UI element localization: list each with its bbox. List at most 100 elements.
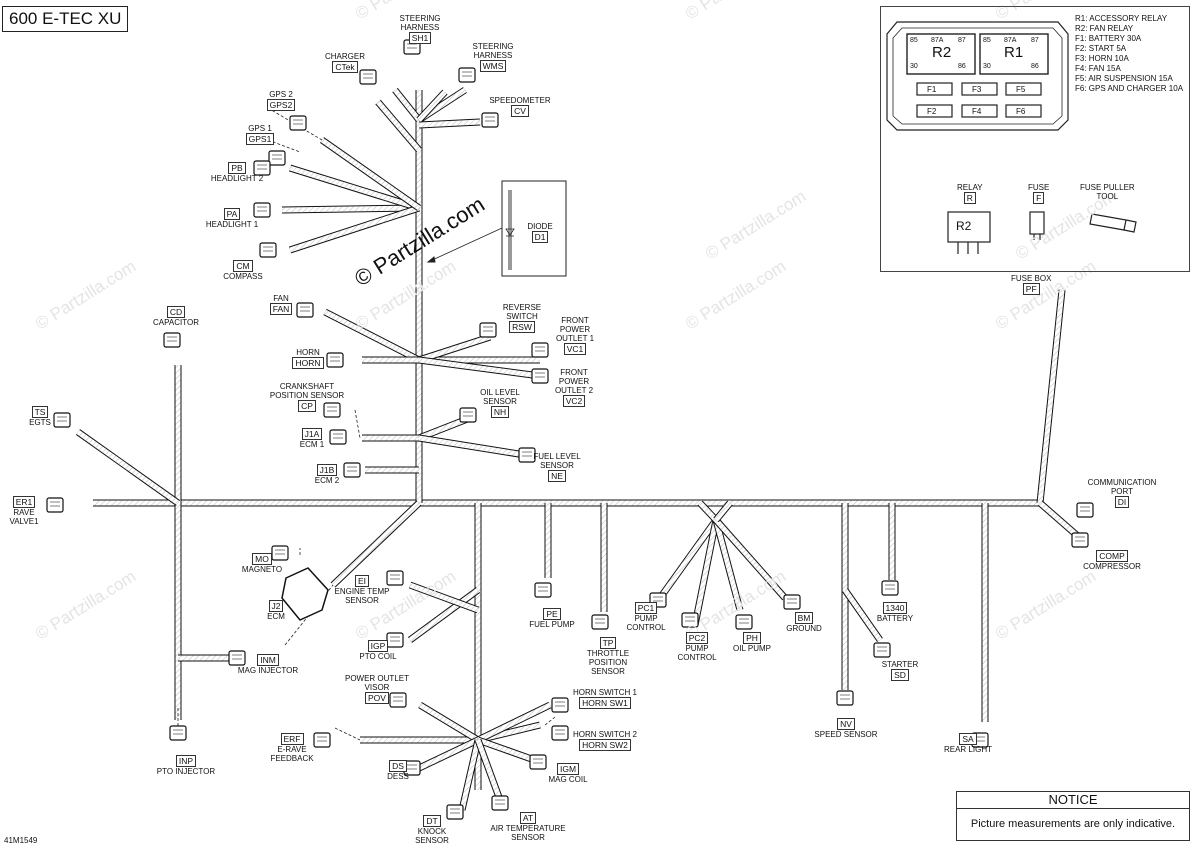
connector-detail [450, 808, 460, 814]
component-name: OIL LEVEL SENSOR [480, 388, 520, 406]
connector-bat-icon [881, 580, 899, 596]
connector-detail [57, 416, 67, 422]
connector-detail [653, 596, 663, 602]
component-name: OIL PUMP [733, 644, 771, 653]
fuse-f5-label: F5 [1016, 85, 1026, 94]
component-name: GPS 1 [248, 124, 272, 133]
fuse-box-code: PF [1022, 283, 1040, 295]
connector-detail [522, 451, 532, 457]
component-code: SH1 [408, 32, 432, 44]
fuse-f6-label: F6 [1016, 107, 1026, 116]
component-name: FUEL PUMP [529, 620, 575, 629]
component-name: CAPACITOR [153, 318, 199, 327]
component-code: SA [959, 733, 977, 745]
connector-ei-icon [386, 570, 404, 586]
component-name: GPS 2 [269, 90, 293, 99]
connector-gps2-icon [289, 115, 307, 131]
connector-detail [787, 598, 797, 604]
component-name: FAN [273, 294, 289, 303]
connector-vc2-icon [531, 368, 549, 384]
term-86: 86 [1031, 63, 1039, 70]
harness-branch [289, 205, 420, 253]
harness-branch [331, 501, 421, 587]
component-code: NH [490, 406, 510, 418]
connector-pc2-icon [681, 612, 699, 628]
term-85: 85 [983, 37, 991, 44]
connector-er1-icon [46, 497, 64, 513]
component-name: HEADLIGHT 1 [205, 220, 259, 229]
connector-detail [555, 729, 565, 735]
connector-detail [739, 618, 749, 624]
connector-detail [462, 71, 472, 77]
component-code: CD [166, 306, 186, 318]
component-name: REAR LIGHT [943, 745, 992, 754]
watermark-text: © Partzilla.com [32, 257, 139, 334]
watermark-text: © Partzilla.com [682, 257, 789, 334]
connector-nv-icon [836, 690, 854, 706]
fuse-box-panel [880, 6, 1190, 272]
connector-detail [272, 154, 282, 160]
connector-nh-icon [459, 407, 477, 423]
harness-branch [698, 501, 718, 522]
connector-cm-icon [259, 242, 277, 258]
connector-detail [407, 764, 417, 770]
connector-detail [533, 758, 543, 764]
connector-cp-icon [323, 402, 341, 418]
component-name: FRONT POWER OUTLET 2 [554, 368, 594, 395]
component-name: REVERSE SWITCH [502, 303, 542, 321]
component-name: ECM 1 [299, 440, 325, 449]
component-code: POV [365, 692, 389, 704]
harness-branch [323, 309, 421, 363]
component-code: PH [743, 632, 761, 644]
component-name: SPEED SENSOR [814, 730, 878, 739]
connector-detail [393, 696, 403, 702]
connector-cd-icon [163, 332, 181, 348]
term-85: 85 [910, 37, 918, 44]
connector-fan-icon [296, 302, 314, 318]
component-code: TP [599, 637, 617, 649]
connector-detail [333, 433, 343, 439]
connector-j1b-icon [343, 462, 361, 478]
fuse-puller-caption: FUSE PULLER TOOL [1080, 183, 1135, 201]
component-code: INP [175, 755, 197, 767]
legend-line: F3: HORN 10A [1075, 54, 1129, 63]
connector-hsw1-icon [551, 697, 569, 713]
harness-branch [289, 165, 420, 211]
component-name: MAGNETO [241, 565, 283, 574]
connector-ctek-icon [359, 69, 377, 85]
connector-cv-icon [481, 112, 499, 128]
connector-detail [595, 618, 605, 624]
term-86: 86 [958, 63, 966, 70]
connector-detail [293, 119, 303, 125]
component-name: ECM 2 [314, 476, 340, 485]
connector-dt-icon [446, 804, 464, 820]
connector-detail [330, 356, 340, 362]
harness-branch [320, 137, 421, 211]
fuse-box-drawing [886, 21, 1137, 254]
connector-inm-icon [228, 650, 246, 666]
component-name: MAG COIL [548, 775, 588, 784]
harness-branch [418, 334, 491, 363]
signal-dash [284, 584, 334, 646]
connector-detail [50, 501, 60, 507]
component-name: CRANKSHAFT POSITION SENSOR [269, 382, 345, 400]
watermark-text: © Partzilla.com [682, 0, 789, 23]
connector-detail [167, 336, 177, 342]
connector-erf-icon [313, 732, 331, 748]
